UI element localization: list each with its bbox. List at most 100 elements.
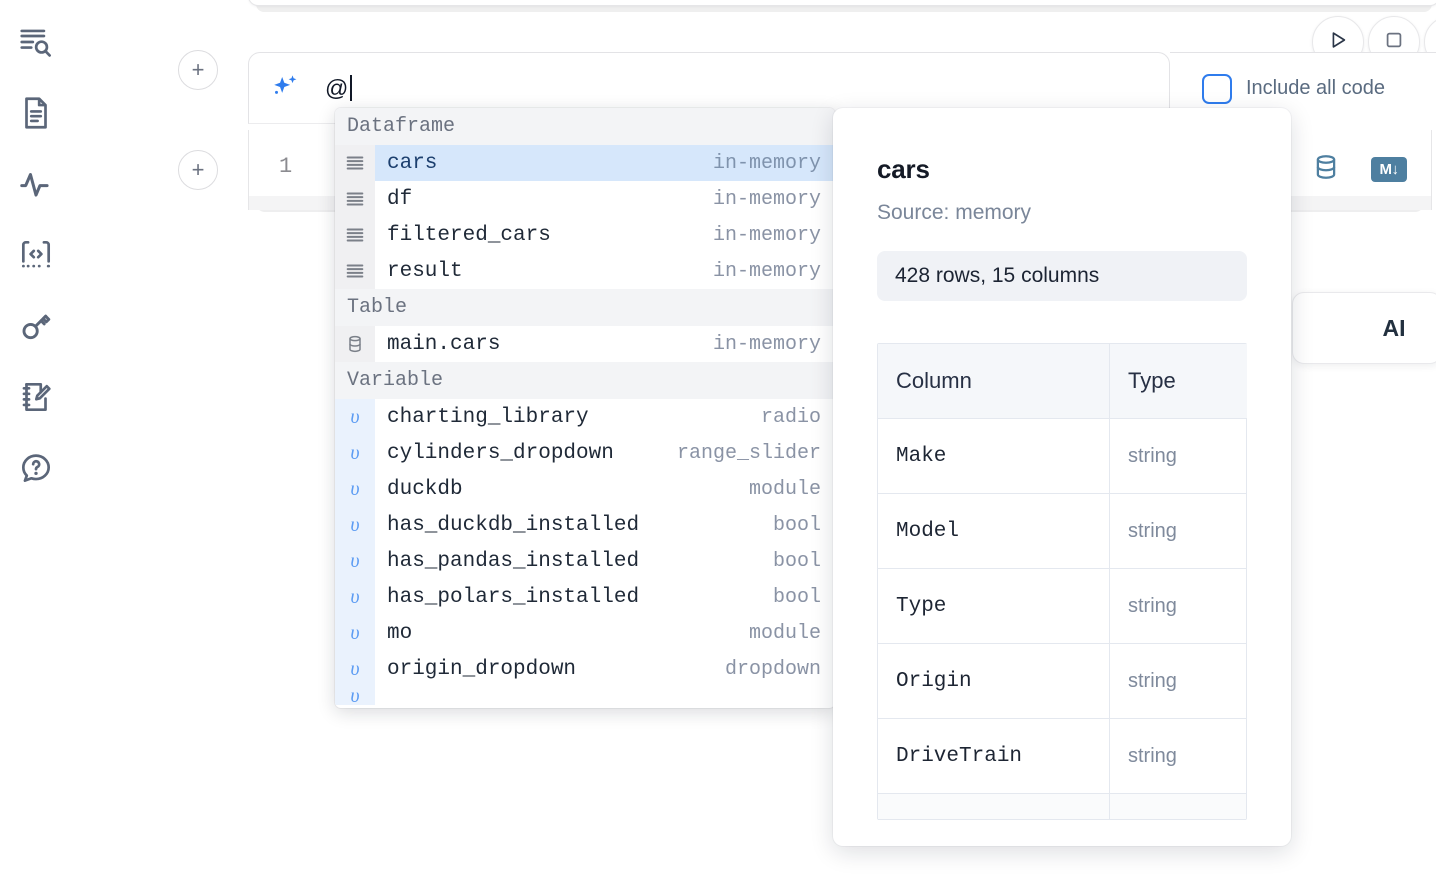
help-chat-icon — [17, 449, 55, 487]
detail-title: cars — [877, 154, 930, 184]
detail-column-type: string — [1128, 594, 1177, 617]
autocomplete-item-type: in-memory — [712, 259, 821, 283]
variable-icon: υ — [335, 615, 375, 651]
autocomplete-item-type: dropdown — [724, 657, 821, 681]
autocomplete-item-type: module — [748, 477, 821, 501]
play-icon — [1327, 29, 1349, 56]
detail-column-name: Make — [878, 419, 1110, 493]
text-caret — [349, 75, 352, 101]
autocomplete-item[interactable]: filtered_cars in-memory — [335, 217, 835, 253]
dataframe-icon — [335, 253, 375, 289]
dataframe-icon — [335, 181, 375, 217]
autocomplete-item-type: bool — [772, 549, 821, 573]
autocomplete-item-name: cars — [387, 151, 438, 175]
line-number: 1 — [279, 154, 293, 179]
detail-column-name: DriveTrain — [878, 719, 1110, 793]
autocomplete-item[interactable]: cars in-memory — [335, 145, 835, 181]
autocomplete-item-type: module — [748, 621, 821, 645]
autocomplete-item-name: has_pandas_installed — [387, 549, 640, 573]
cell-above[interactable] — [248, 0, 1436, 6]
document-icon — [17, 94, 55, 132]
autocomplete-item[interactable]: main.cars in-memory — [335, 326, 835, 362]
autocomplete-item[interactable]: υ has_pandas_installed bool — [335, 543, 835, 579]
variable-icon: υ — [335, 579, 375, 615]
autocomplete-item-name: has_polars_installed — [387, 585, 640, 609]
sidebar-item-scratchpad[interactable] — [10, 371, 62, 423]
variable-icon: υ — [335, 435, 375, 471]
autocomplete-item-name: cylinders_dropdown — [387, 441, 614, 465]
include-all-code-checkbox[interactable] — [1202, 73, 1232, 104]
autocomplete-section-header: Table — [335, 289, 835, 326]
sidebar-item-document[interactable] — [10, 87, 62, 139]
autocomplete-item-name: df — [387, 187, 413, 211]
detail-table-header-cell: Column — [878, 344, 1110, 418]
variable-icon: υ — [335, 543, 375, 579]
autocomplete-item-name: main.cars — [387, 332, 501, 356]
variable-icon: υ — [335, 471, 375, 507]
autocomplete-item-type: bool — [772, 513, 821, 537]
stop-square-icon — [1383, 29, 1405, 56]
detail-table-row: Make string — [878, 419, 1246, 494]
variable-icon: υ — [335, 399, 375, 435]
completion-detail-panel: cars Source: memory 428 rows, 15 columns… — [833, 108, 1291, 846]
autocomplete-item-name: charting_library — [387, 405, 589, 429]
sidebar-item-secrets[interactable] — [10, 300, 62, 352]
cell-icon-group: M↓ — [1311, 152, 1407, 187]
sidebar-item-help[interactable] — [10, 442, 62, 494]
scratchpad-icon — [17, 378, 55, 416]
add-cell-button-bottom[interactable]: + — [178, 150, 218, 190]
detail-column-type: string — [1128, 669, 1177, 692]
autocomplete-item[interactable]: result in-memory — [335, 253, 835, 289]
ai-prompt-input[interactable]: @ — [305, 75, 1169, 102]
ai-floating-button[interactable]: AI — [1292, 292, 1436, 364]
detail-table-header-cell: Type — [1110, 344, 1247, 418]
autocomplete-item[interactable]: υ cylinders_dropdown range_slider — [335, 435, 835, 471]
sidebar-item-outline-search[interactable] — [10, 16, 62, 68]
variable-icon: υ — [335, 687, 375, 705]
autocomplete-item-type: in-memory — [712, 223, 821, 247]
database-icon[interactable] — [1311, 152, 1341, 187]
autocomplete-item-name: duckdb — [387, 477, 463, 501]
dataframe-icon — [335, 217, 375, 253]
sidebar-item-activity[interactable] — [10, 158, 62, 210]
autocomplete-item-clipped[interactable]: υ — [335, 687, 835, 705]
autocomplete-section-header: Dataframe — [335, 108, 835, 145]
detail-column-type: string — [1128, 519, 1177, 542]
autocomplete-item-name — [375, 687, 400, 699]
autocomplete-item-type: range_slider — [676, 441, 821, 465]
autocomplete-item-type: in-memory — [712, 151, 821, 175]
autocomplete-item-name: result — [387, 259, 463, 283]
detail-column-name: Model — [878, 494, 1110, 568]
detail-table-row-clipped — [878, 794, 1246, 820]
ai-prompt-value: @ — [325, 74, 349, 101]
key-icon — [17, 307, 55, 345]
detail-column-type: string — [1128, 444, 1177, 467]
markdown-badge-icon[interactable]: M↓ — [1371, 157, 1407, 182]
autocomplete-item-name: filtered_cars — [387, 223, 551, 247]
autocomplete-section-header: Variable — [335, 362, 835, 399]
detail-column-name: Type — [878, 569, 1110, 643]
add-cell-button-top[interactable]: + — [178, 50, 218, 90]
variable-icon: υ — [335, 651, 375, 687]
sidebar-item-snippets[interactable] — [10, 229, 62, 281]
ai-floating-button-label: AI — [1382, 314, 1406, 341]
plus-icon: + — [191, 57, 205, 82]
detail-source: Source: memory — [877, 201, 1032, 224]
autocomplete-item-name: has_duckdb_installed — [387, 513, 640, 537]
autocomplete-item-type: in-memory — [712, 332, 821, 356]
detail-table-row: Model string — [878, 494, 1246, 569]
table-database-icon — [335, 326, 375, 362]
